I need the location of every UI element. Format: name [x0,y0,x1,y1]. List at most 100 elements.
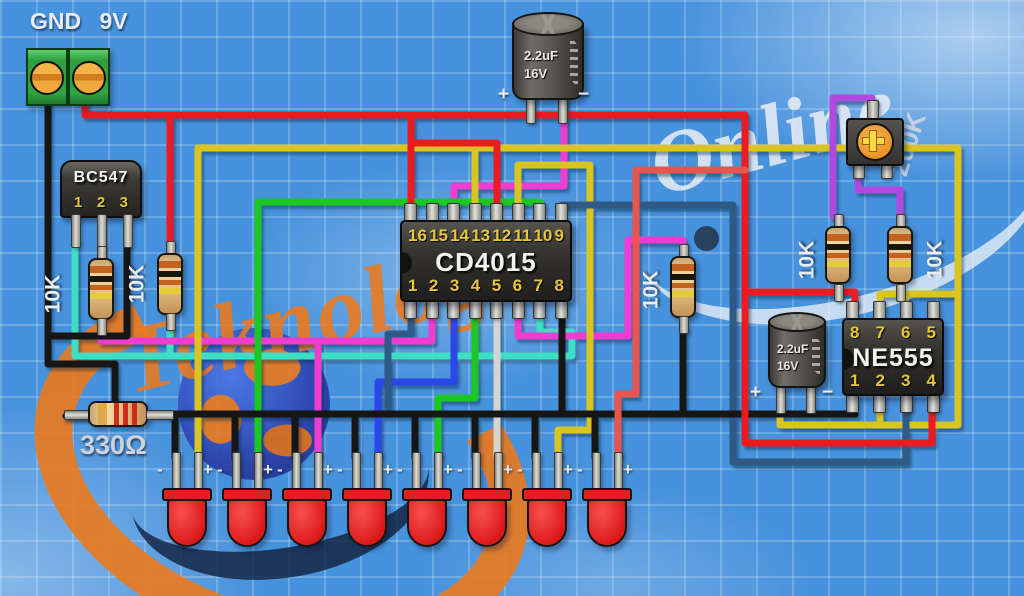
led-dome [167,499,207,547]
wire-blue-led4 [374,316,458,460]
capacitor-top: 2.2uF 16V [512,24,584,100]
wire-magenta-mid [514,236,687,340]
led-plus-label: + [323,460,333,479]
transistor-name: BC547 [73,169,129,186]
ic-notch-icon [842,348,854,370]
resistor-r-left-label: 10K [125,264,149,304]
minus-sign: − [822,382,834,403]
power-labels: GND 9V [30,8,128,35]
led-anode-lead [554,452,563,492]
resistor-lead [166,313,176,331]
led-cathode-lead [292,452,301,492]
transistor-lead [71,214,81,248]
led: - + [457,452,513,560]
capacitor-lead [806,384,816,414]
led-cathode-lead [352,452,361,492]
transistor-lead [123,214,133,248]
led: - + [337,452,393,560]
led: - + [277,452,333,560]
led-anode-lead [374,452,383,492]
led-plus-label: + [623,460,633,479]
led-plus-label: + [383,460,393,479]
trimmer-200k [846,118,904,166]
capacitor-top-cap [768,312,826,332]
wire-red-pin16 [407,111,501,208]
led-cathode-lead [592,452,601,492]
wire-magenta-base [97,238,436,460]
led-plus-label: + [443,460,453,479]
resistor-r-right-b [887,226,913,284]
wire-yellow-led7 [514,161,594,460]
led-plus-label: + [503,460,513,479]
minus-sign: − [578,84,590,105]
wire-purple-trimmer-b [854,168,904,222]
led-anode-lead [314,452,323,492]
led-cathode-lead [412,452,421,492]
capacitor-top-cap [512,12,584,36]
plus-sign: + [750,382,762,403]
wire-navy-pin1 [384,316,415,418]
capacitor-lead [558,96,568,124]
led-minus-label: - [457,460,463,479]
ic-notch-icon [400,252,412,274]
plus-sign: + [498,84,510,105]
resistor-330 [88,401,148,427]
resistor-lead [834,284,844,302]
polarity-stripe-icon [570,36,578,88]
led-minus-label: - [517,460,523,479]
ic-pins-top [842,301,944,320]
terminal-block [26,48,110,106]
led-dome [407,499,447,547]
resistor-lead [146,410,174,420]
transistor-lead [97,214,107,248]
led-row: - + - + - + - + - [157,452,633,560]
led-dome [347,499,387,547]
led-anode-lead [614,452,623,492]
led-dome [587,499,627,547]
led: - + [517,452,573,560]
led-anode-lead [434,452,443,492]
9v-label: 9V [99,8,128,34]
led-minus-label: - [157,460,163,479]
resistor-r-right-b-label: 10K [923,240,947,280]
resistor-lead [679,316,689,334]
led-cathode-lead [532,452,541,492]
capacitor-voltage: 16V [524,66,548,81]
capacitor-value: 2.2uF [777,342,809,356]
resistor-lead [896,284,906,302]
led-plus-label: + [563,460,573,479]
led: - + [577,452,633,560]
led-cathode-lead [472,452,481,492]
led-plus-label: + [263,460,273,479]
led-anode-lead [194,452,203,492]
ic-pins-bottom [842,394,944,413]
led-minus-label: - [577,460,583,479]
wire-black-emitter [44,238,131,340]
ic-pins-bottom [400,300,572,319]
terminal-screw-icon [30,61,64,95]
resistor-r-base [88,258,114,320]
terminal-screw-icon [72,61,106,95]
led: - + [157,452,213,560]
wire-red-main [81,96,936,447]
led-minus-label: - [277,460,283,479]
capacitor-lead [526,96,536,124]
led-dome [227,499,267,547]
capacitor-lead [776,384,786,414]
trimmer-screw-icon [856,123,894,161]
resistor-r-mid-label: 10K [639,270,663,310]
led-dome [527,499,567,547]
ic-name: NE555 [852,344,934,372]
capacitor-voltage: 16V [777,359,799,373]
